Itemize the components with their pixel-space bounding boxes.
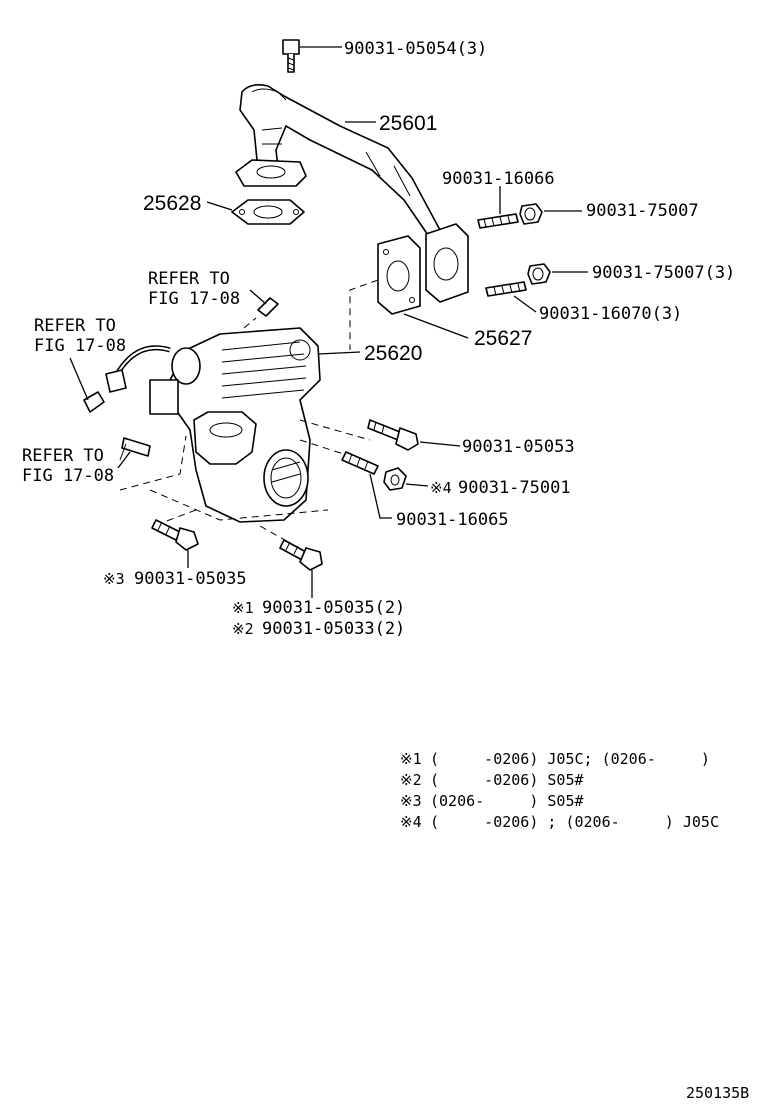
leader-stud-3	[369, 473, 392, 519]
egr-pipe-icon	[235, 84, 453, 249]
nut-2-icon	[527, 263, 551, 285]
vacuum-hose-icon	[83, 345, 171, 413]
stud-3-icon	[341, 451, 379, 475]
callout-bolt-top: 90031-05054(3)	[344, 39, 487, 59]
nut-3-icon	[383, 467, 407, 491]
callout-bolt-3b-mark: ※2	[232, 620, 254, 638]
pipe-flange-icon	[425, 223, 469, 303]
leader-bolt-1	[419, 441, 461, 447]
callout-bolt-1: 90031-05053	[462, 437, 575, 457]
callout-nut-3-mark: ※4	[430, 479, 452, 497]
alignment-dashed-4	[299, 419, 371, 441]
alignment-dashed-1	[349, 279, 379, 350]
alignment-dashed-7	[163, 509, 197, 523]
leader-stud-2	[513, 295, 537, 313]
callout-stud-3: 90031-16065	[396, 510, 509, 530]
figure-code: 250135B	[686, 1084, 749, 1102]
hose-stub-icon	[119, 437, 151, 461]
stud-1-icon	[477, 213, 519, 229]
callout-bolt-2: 90031-05035	[134, 569, 247, 589]
alignment-dashed-5	[299, 439, 351, 457]
applicability-notes: ※1 ( -0206) J05C; (0206- ) ※2 ( -0206) S…	[400, 750, 719, 831]
bolt-3-icon	[279, 539, 323, 571]
bolt-top-icon	[282, 39, 300, 73]
note-4-text: ( -0206) ; (0206- ) J05C	[430, 813, 719, 831]
callout-bolt-3b: 90031-05033(2)	[262, 619, 405, 639]
refer-2-line2: FIG 17-08	[34, 336, 126, 356]
alignment-dashed-3	[149, 489, 329, 521]
callout-bolt-3a-mark: ※1	[232, 599, 254, 617]
refer-1-line2: FIG 17-08	[148, 289, 240, 309]
leader-ref-3	[117, 451, 131, 469]
refer-3-line1: REFER TO	[22, 446, 104, 466]
leader-gasket-upper	[403, 313, 469, 339]
callout-valve: 25620	[364, 342, 422, 365]
leader-ref-2	[69, 357, 89, 401]
stud-2-icon	[485, 281, 527, 297]
note-2-text: ( -0206) S05#	[430, 771, 584, 789]
note-1-mark: ※1	[400, 750, 422, 768]
leader-valve	[317, 351, 361, 355]
callout-nut-2: 90031-75007(3)	[592, 263, 735, 283]
callout-gasket-upper: 25627	[474, 327, 532, 350]
callout-nut-3: 90031-75001	[458, 478, 571, 498]
callout-nut-1: 90031-75007	[586, 201, 699, 221]
tube-top-icon	[243, 297, 279, 329]
callout-bolt-2-mark: ※3	[103, 570, 125, 588]
egr-valve-icon	[149, 327, 321, 523]
callout-stud-2: 90031-16070(3)	[539, 304, 682, 324]
gasket-upper-icon	[377, 235, 421, 315]
callout-stud-1: 90031-16066	[442, 169, 555, 189]
note-2-mark: ※2	[400, 771, 422, 789]
note-1-text: ( -0206) J05C; (0206- )	[430, 750, 710, 768]
note-4-mark: ※4	[400, 813, 422, 831]
callout-gasket-lower: 25628	[143, 192, 201, 215]
gasket-lower-icon	[231, 199, 305, 225]
refer-1-line1: REFER TO	[148, 269, 230, 289]
note-3-mark: ※3	[400, 792, 422, 810]
refer-3-line2: FIG 17-08	[22, 466, 114, 486]
note-3-text: (0206- ) S05#	[430, 792, 584, 810]
alignment-dashed-2	[119, 435, 187, 491]
leader-gasket-lower	[206, 201, 233, 211]
leader-nut-3	[405, 483, 429, 487]
nut-1-icon	[519, 203, 543, 225]
refer-2-line1: REFER TO	[34, 316, 116, 336]
callout-bolt-3a: 90031-05035(2)	[262, 598, 405, 618]
callout-pipe: 25601	[379, 112, 437, 135]
bolt-1-icon	[367, 419, 419, 451]
bolt-2-icon	[151, 519, 199, 551]
leader-ref-1	[249, 289, 267, 305]
